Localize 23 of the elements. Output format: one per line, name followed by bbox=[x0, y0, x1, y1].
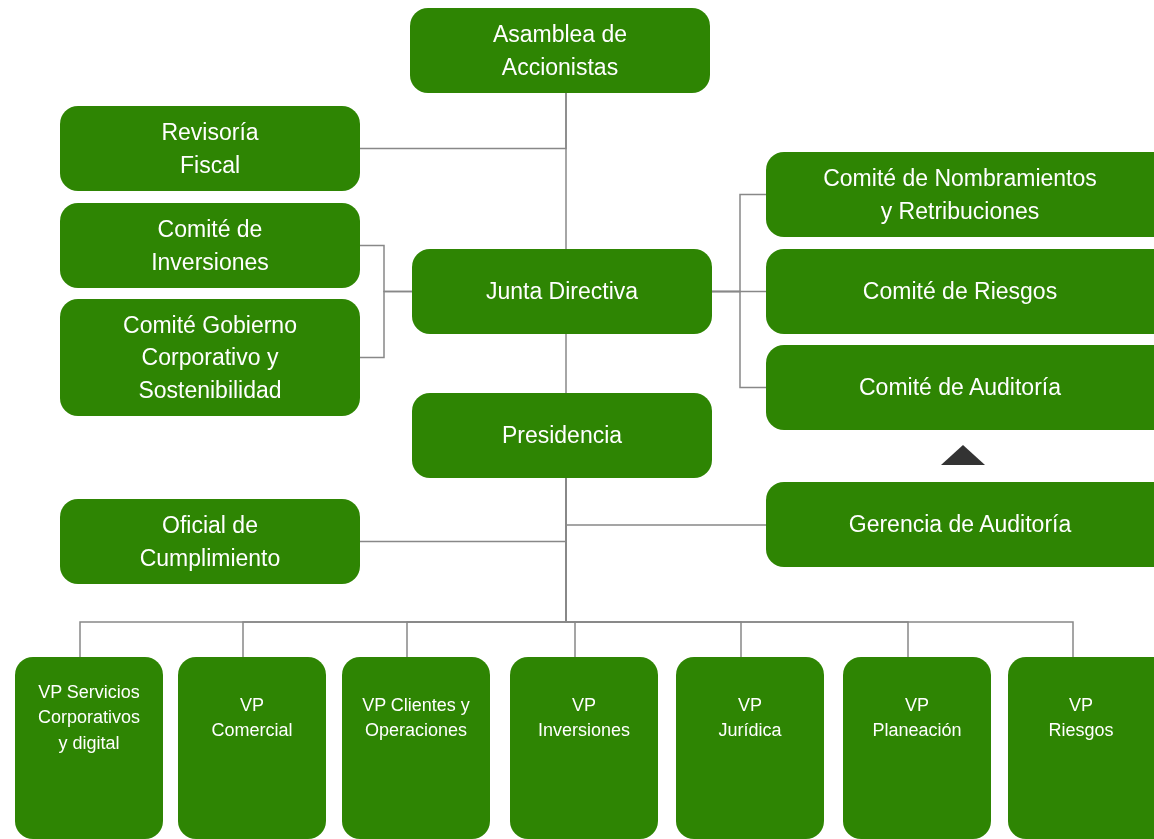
connector-line bbox=[359, 290, 413, 359]
org-box: Asamblea de Accionistas bbox=[410, 8, 710, 93]
org-box: VP Riesgos bbox=[1008, 657, 1154, 839]
org-box: VP Servicios Corporativos y digital bbox=[15, 657, 163, 839]
org-box: Junta Directiva bbox=[412, 249, 712, 334]
org-box: Revisoría Fiscal bbox=[60, 106, 360, 191]
org-box: VP Jurídica bbox=[676, 657, 824, 839]
connector-line bbox=[711, 290, 767, 389]
arrow bbox=[941, 445, 985, 465]
org-box: Comité de Riesgos bbox=[766, 249, 1154, 334]
org-box: Comité Gobierno Corporativo y Sostenibilidad bbox=[60, 299, 360, 416]
org-box: Gerencia de Auditoría bbox=[766, 482, 1154, 567]
org-box: Oficial de Cumplimiento bbox=[60, 499, 360, 584]
org-box: VP Comercial bbox=[178, 657, 326, 839]
org-box: Comité de Auditoría bbox=[766, 345, 1154, 430]
connector-line bbox=[359, 92, 567, 150]
org-box: Presidencia bbox=[412, 393, 712, 478]
connector-line bbox=[565, 333, 567, 394]
org-box: Comité de Nombramientos y Retribuciones bbox=[766, 152, 1154, 237]
org-box: VP Planeación bbox=[843, 657, 991, 839]
org-box: VP Inversiones bbox=[510, 657, 658, 839]
org-box: VP Clientes y Operaciones bbox=[342, 657, 490, 839]
org-box: Comité de Inversiones bbox=[60, 203, 360, 288]
